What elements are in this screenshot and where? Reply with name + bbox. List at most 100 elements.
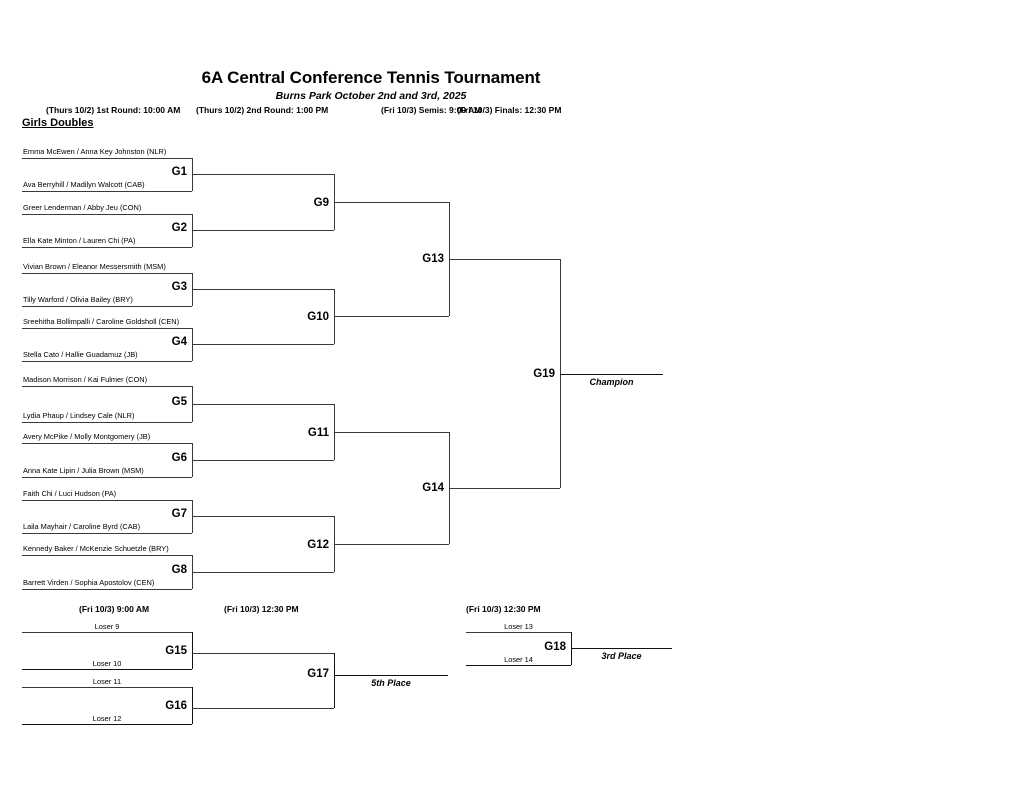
schedule-semis: (Fri 10/3) Semis: 9:00 AM — [381, 105, 482, 115]
seed-label: Stella Cato / Hallie Guadamuz (JB) — [23, 350, 138, 359]
game-code: G19 — [533, 368, 555, 380]
schedule-finals: (Fri 10/3) Finals: 12:30 PM — [457, 105, 562, 115]
game-code: G15 — [165, 645, 187, 657]
advance-line — [192, 516, 334, 517]
match-connector — [192, 632, 193, 669]
thirdplace-schedule: (Fri 10/3) 12:30 PM — [466, 604, 541, 614]
game-code: G14 — [422, 482, 444, 494]
seed-label: Avery McPike / Molly Montgomery (JB) — [23, 432, 151, 441]
seed-label: Barrett Virden / Sophia Apostolov (CEN) — [23, 578, 155, 587]
consolation-seed-label: Loser 10 — [92, 659, 122, 668]
fifth-place-line — [334, 675, 448, 676]
seed-label: Ava Berryhill / Madilyn Walcott (CAB) — [23, 180, 145, 189]
schedule-round1: (Thurs 10/2) 1st Round: 10:00 AM — [46, 105, 181, 115]
seed-label: Lydia Phaup / Lindsey Cale (NLR) — [23, 411, 135, 420]
advance-line — [192, 708, 334, 709]
fifth-place-label: 5th Place — [371, 678, 411, 688]
page-title: 6A Central Conference Tennis Tournament — [201, 68, 541, 87]
seed-line — [22, 273, 192, 274]
game-code: G16 — [165, 700, 187, 712]
seed-line — [22, 477, 192, 478]
thirdplace-seed-label: Loser 14 — [504, 655, 533, 664]
champion-line — [560, 374, 663, 375]
match-connector — [334, 653, 335, 708]
game-code: G9 — [313, 197, 329, 209]
seed-line — [22, 724, 192, 725]
seed-line — [22, 533, 192, 534]
seed-line — [466, 632, 571, 633]
seed-line — [22, 306, 192, 307]
champion-label: Champion — [589, 377, 634, 387]
schedule-bar: (Thurs 10/2) 1st Round: 10:00 AM (Thurs … — [0, 105, 1024, 117]
advance-line — [449, 488, 560, 489]
consolation-seed-label: Loser 11 — [92, 677, 122, 686]
match-connector — [560, 259, 561, 488]
seed-label: Kennedy Baker / McKenzie Schuetzle (BRY) — [23, 544, 169, 553]
game-code: G10 — [307, 311, 329, 323]
advance-line — [449, 259, 560, 260]
advance-line — [334, 544, 449, 545]
page-subtitle: Burns Park October 2nd and 3rd, 2025 — [275, 90, 467, 102]
game-code: G3 — [171, 281, 187, 293]
game-code: G11 — [307, 427, 329, 439]
seed-label: Sreehitha Bollimpalli / Caroline Goldsho… — [23, 317, 180, 326]
seed-line — [22, 328, 192, 329]
consolation-schedule-semis: (Fri 10/3) 9:00 AM — [79, 604, 150, 614]
consolation-seed-label: Loser 12 — [92, 714, 122, 723]
third-place-line — [571, 648, 672, 649]
thirdplace-seed-label: Loser 13 — [504, 622, 533, 631]
game-code: G13 — [422, 253, 444, 265]
advance-line — [192, 230, 334, 231]
seed-line — [22, 443, 192, 444]
game-code: G5 — [171, 396, 187, 408]
game-code: G1 — [171, 166, 187, 178]
seed-line — [22, 687, 192, 688]
consolation-schedule-final: (Fri 10/3) 12:30 PM — [224, 604, 299, 614]
seed-line — [22, 555, 192, 556]
game-code: G4 — [171, 336, 187, 348]
advance-line — [192, 344, 334, 345]
seed-line — [22, 500, 192, 501]
seed-line — [22, 589, 192, 590]
division-heading: Girls Doubles — [22, 117, 94, 129]
game-code: G12 — [307, 539, 329, 551]
seed-line — [22, 386, 192, 387]
seed-label: Anna Kate Lipin / Julia Brown (MSM) — [23, 466, 144, 475]
advance-line — [334, 316, 449, 317]
advance-line — [192, 653, 334, 654]
advance-line — [192, 460, 334, 461]
game-code: G7 — [171, 508, 187, 520]
seed-line — [22, 669, 192, 670]
seed-label: Ella Kate Minton / Lauren Chi (PA) — [23, 236, 136, 245]
game-code: G17 — [307, 668, 329, 680]
seed-line — [22, 422, 192, 423]
game-code: G8 — [171, 564, 187, 576]
match-connector — [192, 687, 193, 724]
seed-line — [22, 191, 192, 192]
seed-line — [466, 665, 571, 666]
advance-line — [192, 174, 334, 175]
advance-line — [192, 572, 334, 573]
advance-line — [334, 202, 449, 203]
seed-line — [22, 158, 192, 159]
game-code: G2 — [171, 222, 187, 234]
third-place-label: 3rd Place — [601, 651, 642, 661]
seed-label: Laila Mayhair / Caroline Byrd (CAB) — [23, 522, 141, 531]
seed-line — [22, 361, 192, 362]
seed-label: Emma McEwen / Anna Key Johnston (NLR) — [23, 147, 167, 156]
advance-line — [192, 404, 334, 405]
seed-label: Madison Morrison / Kai Fulmer (CON) — [23, 375, 148, 384]
consolation-seed-label: Loser 9 — [94, 622, 120, 631]
game-code: G6 — [171, 452, 187, 464]
schedule-round2: (Thurs 10/2) 2nd Round: 1:00 PM — [196, 105, 329, 115]
game-code: G18 — [544, 641, 566, 653]
advance-line — [192, 289, 334, 290]
seed-line — [22, 214, 192, 215]
seed-label: Tilly Warford / Olivia Bailey (BRY) — [23, 295, 133, 304]
seed-label: Faith Chi / Luci Hudson (PA) — [23, 489, 117, 498]
seed-label: Vivian Brown / Eleanor Messersmith (MSM) — [23, 262, 166, 271]
seed-line — [22, 632, 192, 633]
advance-line — [334, 432, 449, 433]
seed-label: Greer Lenderman / Abby Jeu (CON) — [23, 203, 142, 212]
